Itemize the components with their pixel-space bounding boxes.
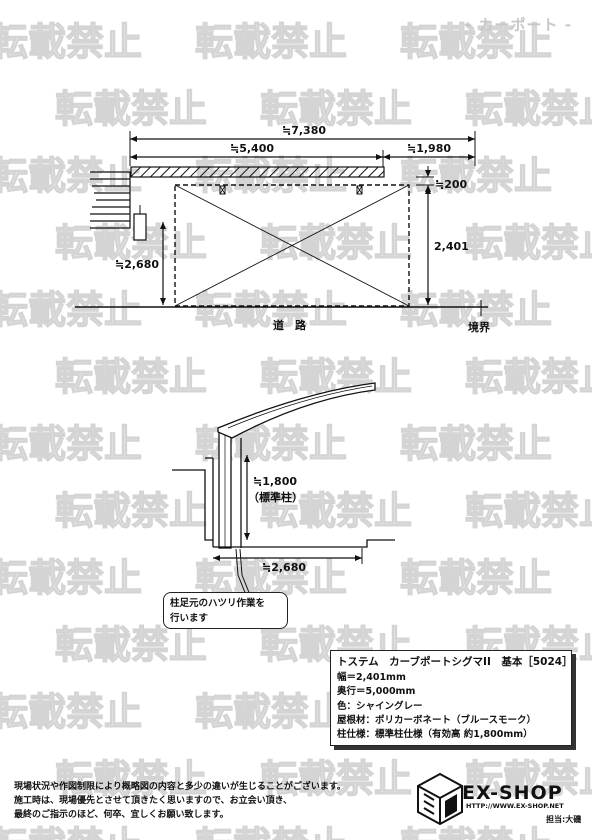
watermark-text: 転載禁止 <box>195 20 347 64</box>
watermark-text: 転載禁止 <box>55 489 207 533</box>
watermark-text: 転載禁止 <box>55 221 207 265</box>
watermark-text: 転載禁止 <box>0 824 142 840</box>
side-view <box>172 382 395 549</box>
watermark-text: 転載禁止 <box>0 690 142 734</box>
watermark-text: 転載禁止 <box>260 489 412 533</box>
ex-shop-cube-icon <box>417 772 463 826</box>
watermark-text: 転載禁止 <box>55 623 207 667</box>
side-roof <box>217 382 376 439</box>
watermark-text: 転載禁止 <box>260 221 412 265</box>
dim-left-label: ≒5,400 <box>230 142 274 155</box>
note-line-1: 柱足元のハツリ作業を <box>170 598 266 609</box>
spec-depth: 奥行＝5,000mm <box>337 686 416 698</box>
watermark-text: 転載禁止 <box>400 154 552 198</box>
spec-roof-material: 屋根材：ポリカーボネート（ブルースモーク） <box>337 714 537 726</box>
watermark-text: 転載禁止 <box>55 355 207 399</box>
dim-offset-label: ≒200 <box>435 178 468 191</box>
watermark-text: 転載禁止 <box>195 288 347 332</box>
boundary-label: 境界 <box>468 320 490 334</box>
dim-width-label: 2,401 <box>434 240 469 253</box>
watermark-text: 転載禁止 <box>400 556 552 600</box>
footer-line-1: 現場状況や作図制限により概略図の内容と多少の違いが生じることがございます。 <box>14 782 346 792</box>
watermark-text: 転載禁止 <box>55 757 207 801</box>
watermark-text: 転載禁止 <box>195 824 347 840</box>
dim-right-label: ≒1,980 <box>407 142 451 155</box>
top-view: ≒7,380 ≒5,400 ≒1,980 <box>75 124 490 334</box>
watermark-text: 転載禁止 <box>0 288 142 332</box>
watermark-text: 転載禁止 <box>55 87 207 131</box>
callout-leader <box>235 548 247 596</box>
watermark-text: 転載禁止 <box>400 824 552 840</box>
roof-beam <box>130 166 385 178</box>
watermark-text: 転載禁止 <box>400 422 552 466</box>
watermark-text: 転載禁止 <box>195 690 347 734</box>
road-label: 道 路 <box>273 318 307 332</box>
watermark-text: 転載禁止 <box>400 20 552 64</box>
house-steps <box>90 171 131 229</box>
watermark-text: 転載禁止 <box>0 422 142 466</box>
carport-outline <box>174 184 410 307</box>
dim-house-label: ≒2,680 <box>115 258 159 271</box>
watermark-text: 転載禁止 <box>0 154 142 198</box>
ex-shop-logo: EX-SHOP HTTP://WWW.EX-SHOP.NET 担当:大磯 <box>414 770 584 832</box>
spec-color: 色：シャイングレー <box>337 700 423 712</box>
page-title: - カーポート - <box>465 16 572 34</box>
spec-title: トステム カーブポートシグマII 基本［5024］ <box>337 656 573 668</box>
logo-person: 担当:大磯 <box>546 815 582 824</box>
meter-box <box>133 213 147 241</box>
dim-height-label: ≒1,800 <box>253 475 297 488</box>
watermark-text: 転載禁止 <box>465 221 592 265</box>
dim-height-note: （標準柱） <box>248 490 303 504</box>
logo-name: EX-SHOP <box>462 782 563 804</box>
footer-disclaimer: 現場状況や作図制限により概略図の内容と多少の違いが生じることがございます。 施工… <box>14 780 346 822</box>
watermark-text: 転載禁止 <box>0 556 142 600</box>
spec-box: トステム カーブポートシグマII 基本［5024］ 幅＝2,401mm 奥行＝5… <box>330 650 573 746</box>
dim-total-label: ≒7,380 <box>282 124 326 137</box>
watermark-text: 転載禁止 <box>465 87 592 131</box>
footer-line-3: 最終のご指示のほど、何卒、宜しくお願い致します。 <box>14 810 229 820</box>
watermark-text: 転載禁止 <box>465 757 592 801</box>
note-line-2: 行います <box>170 613 209 624</box>
spec-width: 幅＝2,401mm <box>337 672 406 683</box>
footer-line-2: 施工時は、現場優先とさせて頂きたく思いますので、お立会い頂き、 <box>14 796 293 806</box>
watermark-text: 転載禁止 <box>260 757 412 801</box>
dim-depth-label: ≒2,680 <box>262 561 306 574</box>
watermark-text: 転載禁止 <box>260 87 412 131</box>
logo-url: HTTP://WWW.EX-SHOP.NET <box>466 802 564 810</box>
spec-post-type: 柱仕様：標準柱仕様（有効高 約1,800mm） <box>337 729 533 741</box>
watermark-text: 転載禁止 <box>465 355 592 399</box>
watermark-text: 転載禁止 <box>465 489 592 533</box>
watermark-text: 転載禁止 <box>0 20 142 64</box>
callout-note: 柱足元のハツリ作業を 行います <box>163 592 288 629</box>
